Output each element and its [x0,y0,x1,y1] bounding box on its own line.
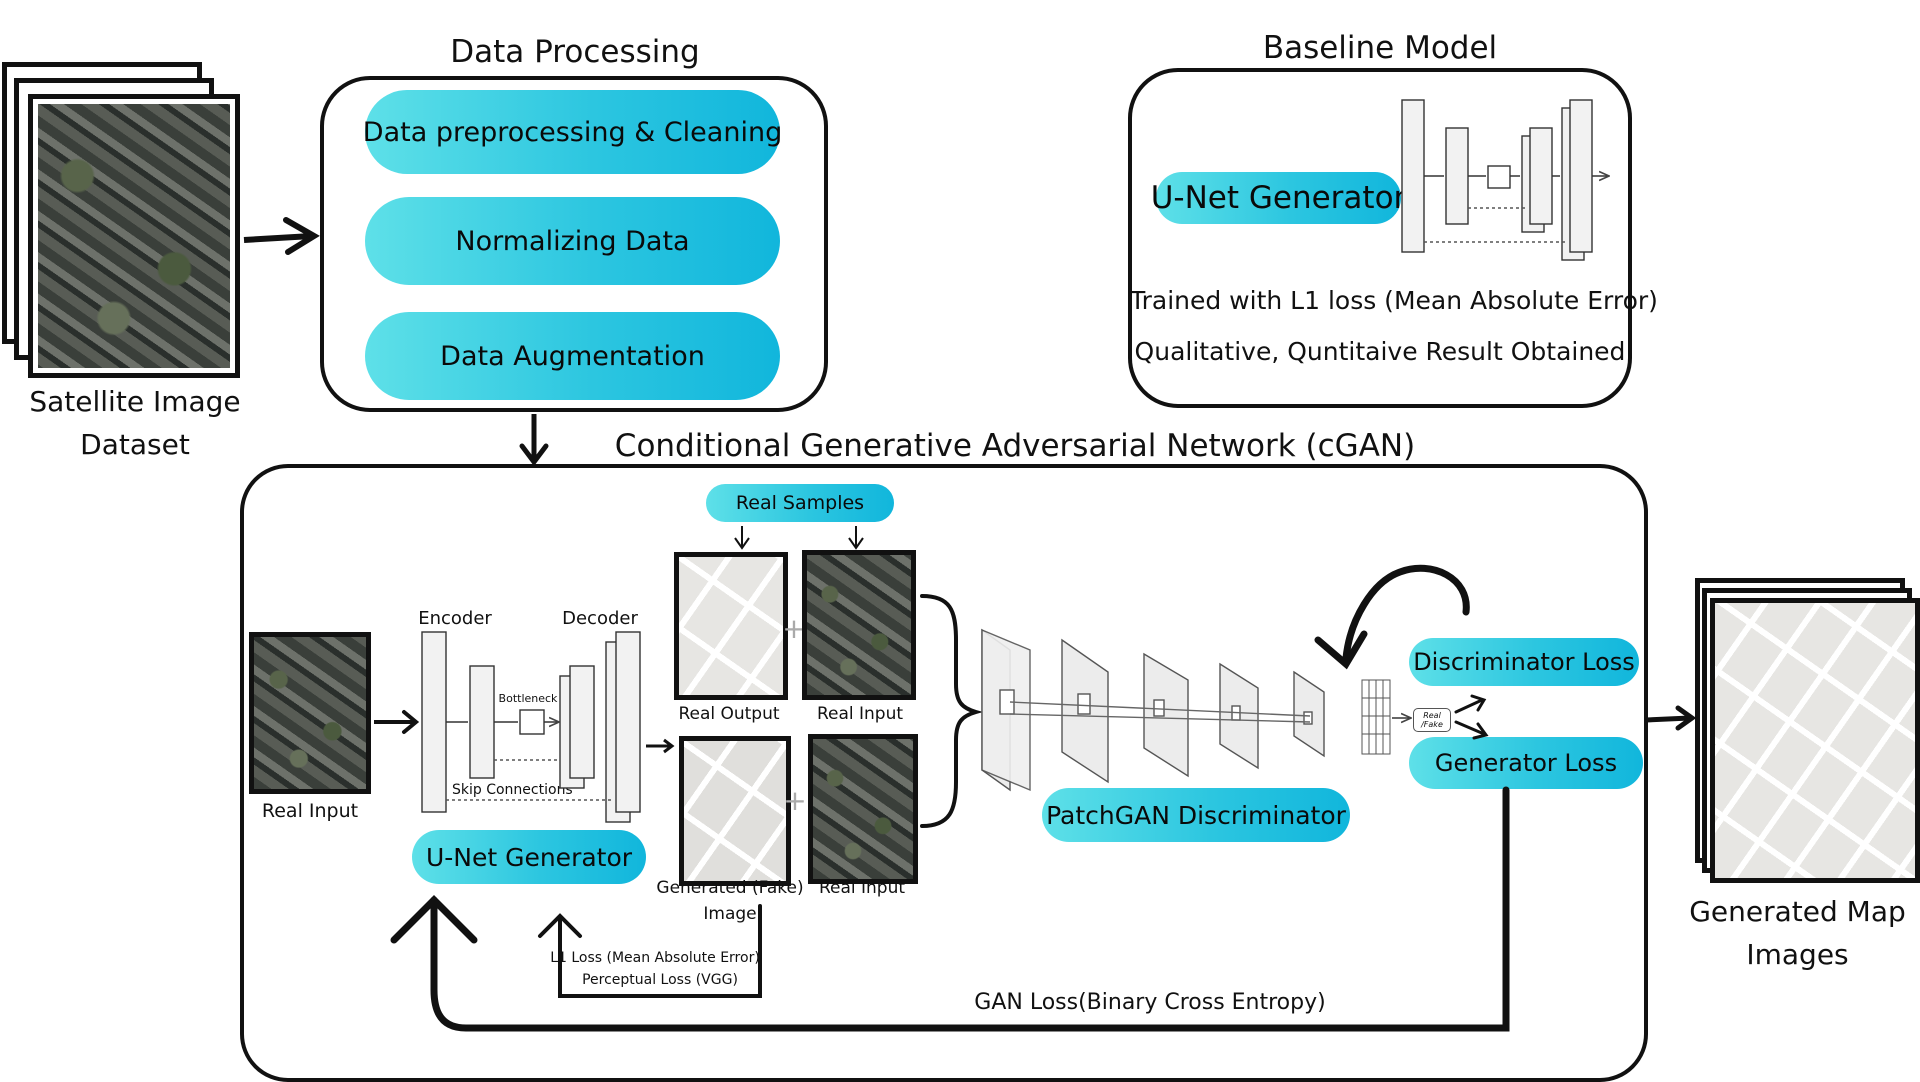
dataset-label-2: Dataset [80,428,190,461]
pair2-real-input-label: Real Input [818,878,906,898]
arrow-processing-to-cgan [519,414,549,467]
real-samples-pill: Real Samples [706,484,894,522]
gan-loss-feedback-path [390,786,1510,1032]
real-fake-line-1: Real [1423,711,1441,720]
baseline-line-1: Trained with L1 loss (Mean Absolute Erro… [1130,286,1658,315]
generated-map-image [1710,598,1920,883]
skip-connections-label: Skip Connections [452,782,573,798]
real-fake-box: Real /Fake [1413,708,1451,732]
output-label-2: Images [1746,938,1849,971]
l1-perceptual-path [538,904,762,998]
baseline-unet-schematic [1401,99,1608,261]
discriminator-loss-pill: Discriminator Loss [1409,638,1639,686]
dataset-label-1: Satellite Image [29,385,241,418]
pair-real-input-image [802,550,916,700]
arrow-dataset-to-processing [243,217,320,255]
perceptual-loss-label: Perceptual Loss (VGG) [582,972,738,988]
patchgan-schematic [981,628,1410,792]
generator-loss-pill: Generator Loss [1409,737,1643,789]
plus-2: + [783,784,807,817]
cgan-unet-schematic [421,631,641,823]
baseline-box [1128,68,1632,408]
l1-loss-label: L1 Loss (Mean Absolute Error) [550,950,760,966]
baseline-title: Baseline Model [1262,30,1498,66]
arrows-real-samples [734,526,864,550]
real-output-label: Real Output [678,704,780,724]
baseline-line-2: Qualitative, Quntitaive Result Obtained [1134,337,1626,366]
baseline-generator-pill: U-Net Generator [1151,172,1406,224]
real-output-image [674,552,788,700]
step-normalizing: Normalizing Data [365,197,780,285]
arrow-input-to-encoder [374,710,420,734]
cgan-generator-pill: U-Net Generator [412,830,646,884]
cgan-real-input-label: Real Input [261,800,359,822]
cgan-title: Conditional Generative Adversarial Netwo… [614,428,1416,464]
discriminator-pill: PatchGAN Discriminator [1042,788,1350,842]
arrows-to-losses [1454,694,1489,740]
pair2-real-input-image [808,734,918,884]
generated-label-1: Generated (Fake) [656,878,804,898]
cgan-real-input-image [249,632,371,794]
curly-braces [920,594,984,828]
data-processing-title: Data Processing [450,34,700,70]
gan-loss-label: GAN Loss(Binary Cross Entropy) [974,990,1326,1015]
arrow-generator-to-fake [646,738,675,754]
step-preprocessing: Data preprocessing & Cleaning [363,90,782,174]
satellite-image [28,94,240,378]
plus-1: + [782,612,806,645]
arrow-to-output [1645,705,1697,731]
decoder-label: Decoder [562,608,638,629]
step-augmentation: Data Augmentation [365,312,780,400]
pair-real-input-label: Real Input [816,704,904,724]
bottleneck-label: Bottleneck [498,692,558,705]
encoder-label: Encoder [418,608,492,629]
output-label-1: Generated Map [1689,895,1906,928]
disc-loss-feedback-arrow [1314,564,1470,670]
generated-label-2: Image [703,904,757,924]
real-fake-line-2: /Fake [1421,720,1443,729]
generated-image [679,736,791,886]
